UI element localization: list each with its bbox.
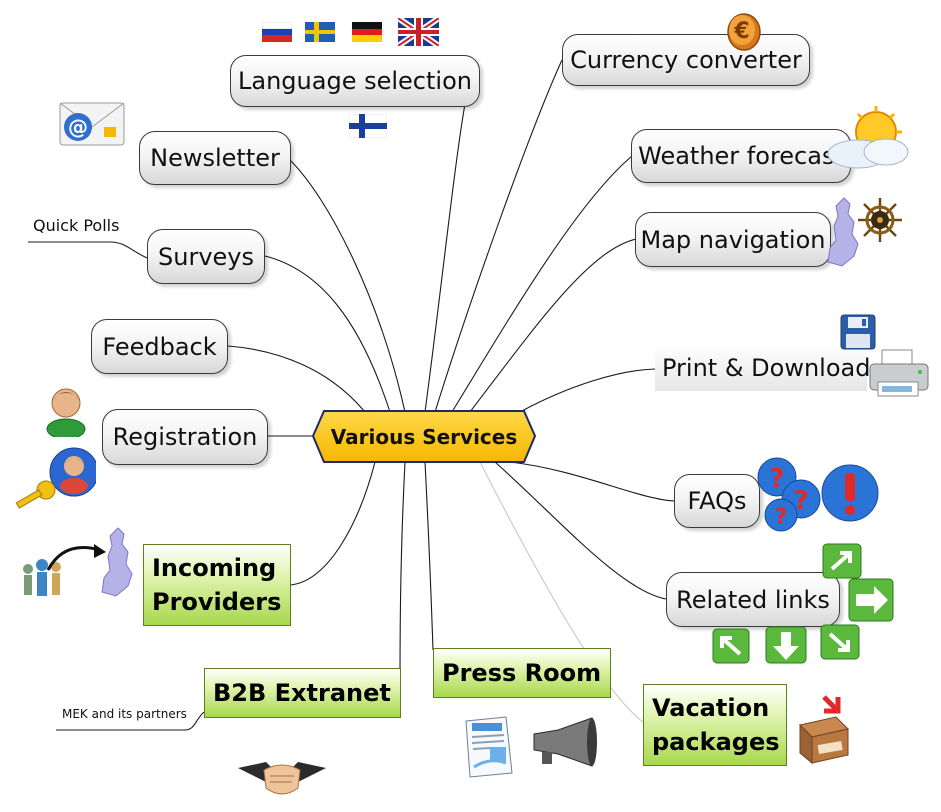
finland-map-icon <box>827 197 859 267</box>
arrow-button-icon[interactable] <box>822 543 862 579</box>
exclamation-icon <box>821 464 879 522</box>
floppy-disk-icon <box>840 314 876 350</box>
node-vacation-packages[interactable]: Vacation packages <box>643 684 787 766</box>
vacation-packages-line-1: Vacation <box>652 694 770 722</box>
arrow-button-icon[interactable] <box>848 578 894 622</box>
note-quick-polls: Quick Polls <box>33 216 120 235</box>
flag-germany-icon[interactable] <box>352 22 382 42</box>
incoming-providers-line-2: Providers <box>152 588 282 616</box>
node-press-room[interactable]: Press Room <box>433 648 611 698</box>
finland-map-large-icon <box>101 527 133 597</box>
svg-text:€: € <box>733 19 749 44</box>
user-avatar-icon <box>46 388 86 437</box>
node-map-navigation-label: Map navigation <box>640 225 826 254</box>
central-label: Various Services <box>330 424 518 449</box>
link-weather <box>451 155 633 413</box>
node-weather-forecast[interactable]: Weather forecast <box>631 129 851 183</box>
node-press-room-label: Press Room <box>442 659 602 687</box>
printer-icon <box>869 349 929 397</box>
link-surveys <box>264 255 391 413</box>
flag-russia-icon[interactable] <box>262 22 292 42</box>
node-feedback-label: Feedback <box>102 332 217 361</box>
euro-coin-icon: € <box>727 13 761 51</box>
link-vacation <box>479 461 644 723</box>
node-faqs-label: FAQs <box>687 487 747 515</box>
node-language-selection-label: Language selection <box>238 67 472 95</box>
node-currency-converter[interactable]: Currency converter <box>562 34 810 86</box>
link-newsletter <box>289 159 406 413</box>
email-envelope-icon: @ <box>59 102 125 146</box>
node-registration[interactable]: Registration <box>102 409 268 465</box>
link-press <box>424 461 434 651</box>
note-mek-partners: MEK and its partners <box>62 707 187 721</box>
link-incoming <box>290 461 376 586</box>
node-related-links[interactable]: Related links <box>666 572 840 627</box>
node-b2b-extranet-label: B2B Extranet <box>213 679 391 707</box>
link-related <box>494 461 667 600</box>
node-b2b-extranet[interactable]: B2B Extranet <box>204 668 401 718</box>
node-related-links-label: Related links <box>676 585 830 614</box>
node-surveys-label: Surveys <box>158 242 254 271</box>
svg-text:@: @ <box>68 115 88 139</box>
ship-wheel-icon <box>858 198 902 242</box>
handshake-icon <box>238 762 326 795</box>
flag-sweden-icon[interactable] <box>305 22 335 42</box>
arrow-curve-icon <box>46 544 106 571</box>
node-print-download-label: Print & Download <box>662 354 871 382</box>
incoming-providers-line-1: Incoming <box>152 554 277 582</box>
link-language <box>424 103 466 413</box>
arrow-button-icon[interactable] <box>712 628 750 664</box>
arrow-button-icon[interactable] <box>820 624 860 660</box>
link-faqs <box>509 461 676 502</box>
node-print-download[interactable]: Print & Download <box>655 345 871 391</box>
node-incoming-providers[interactable]: Incoming Providers <box>143 544 291 626</box>
node-map-navigation[interactable]: Map navigation <box>635 212 831 267</box>
link-feedback <box>227 345 366 413</box>
vacation-packages-line-2: packages <box>652 728 780 756</box>
link-quick-polls <box>28 241 148 259</box>
megaphone-icon <box>533 717 597 767</box>
weather-sun-cloud-icon <box>827 106 909 169</box>
node-newsletter[interactable]: Newsletter <box>139 131 291 185</box>
node-language-selection[interactable]: Language selection <box>230 55 480 107</box>
node-registration-label: Registration <box>112 423 258 451</box>
node-feedback[interactable]: Feedback <box>91 319 228 374</box>
svg-text:?: ? <box>775 505 788 530</box>
flag-uk-icon[interactable] <box>398 18 439 46</box>
node-surveys[interactable]: Surveys <box>147 229 265 284</box>
flag-finland-icon[interactable] <box>349 114 387 138</box>
central-node[interactable]: Various Services <box>312 410 536 463</box>
link-print <box>519 368 656 413</box>
link-map <box>469 238 637 413</box>
document-icon <box>465 716 513 778</box>
node-weather-forecast-label: Weather forecast <box>638 142 844 170</box>
node-currency-converter-label: Currency converter <box>570 46 802 74</box>
link-b2b <box>399 461 406 691</box>
link-currency <box>434 59 563 413</box>
node-newsletter-label: Newsletter <box>150 144 280 172</box>
svg-text:?: ? <box>793 486 808 516</box>
people-group-icon <box>23 559 61 596</box>
arrow-button-icon[interactable] <box>765 626 807 664</box>
svg-text:?: ? <box>769 464 784 494</box>
node-faqs[interactable]: FAQs <box>674 474 760 528</box>
user-key-icon <box>15 447 96 509</box>
question-marks-icon: ? ? ? <box>757 457 821 532</box>
link-mek <box>56 711 205 731</box>
import-box-icon <box>799 695 849 765</box>
